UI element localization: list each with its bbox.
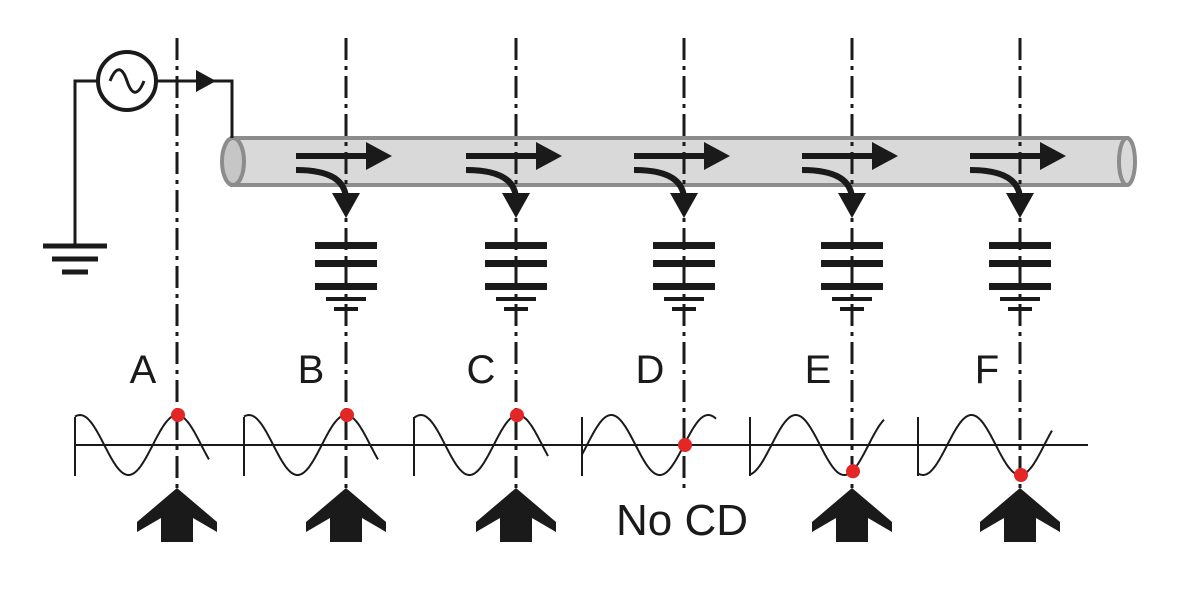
station-a: A: [74, 38, 245, 542]
station-label: D: [636, 348, 665, 392]
up-arrow-icon: [306, 488, 386, 542]
branch-arrowhead-icon: [502, 193, 530, 218]
waveform: [74, 413, 245, 476]
ground-icon: [43, 243, 107, 275]
capacitor-icon: [485, 242, 547, 311]
capacitor-icon: [989, 242, 1051, 311]
branch-arrowhead-icon: [1006, 193, 1034, 218]
up-arrow-icon: [812, 488, 892, 542]
station-f: F: [917, 38, 1088, 542]
capacitor-icon: [315, 242, 377, 311]
station-d: D: [581, 38, 752, 488]
station-c: C: [413, 38, 584, 542]
phase-marker: [846, 464, 860, 479]
flow-arrowhead-icon: [536, 142, 562, 170]
source-wiring: [73, 70, 234, 244]
waveform: [749, 414, 920, 476]
up-arrow-icon: [980, 488, 1060, 542]
flow-arrowhead-icon: [366, 142, 392, 170]
phase-marker: [510, 408, 524, 423]
no-cd-label: No CD: [616, 496, 748, 545]
waveform: [243, 413, 414, 476]
phase-marker: [171, 408, 185, 422]
flow-arrowhead-icon: [1040, 142, 1066, 170]
station-e: E: [749, 38, 920, 542]
waveform: [917, 414, 1088, 477]
up-arrow-icon: [137, 488, 217, 542]
waveform: [413, 413, 584, 476]
phase-marker: [340, 408, 354, 422]
ac-source-icon: [96, 50, 158, 112]
station-label: C: [467, 348, 496, 392]
flow-arrowhead-icon: [872, 142, 898, 170]
phase-marker: [678, 438, 692, 452]
branch-arrowhead-icon: [670, 193, 698, 218]
capacitor-icon: [821, 242, 883, 311]
up-arrow-icon: [476, 488, 556, 542]
stations-layer: A B C D E F: [74, 38, 1088, 542]
waveform: [581, 414, 752, 476]
station-label: A: [130, 348, 157, 392]
flow-arrowhead-icon: [704, 142, 730, 170]
station-b: B: [243, 38, 414, 542]
capacitor-icon: [653, 242, 715, 311]
station-label: E: [805, 348, 832, 392]
station-label: B: [298, 348, 325, 392]
branch-arrowhead-icon: [332, 193, 360, 218]
phase-marker: [1014, 468, 1028, 482]
tube: [220, 136, 1137, 187]
branch-arrowhead-icon: [838, 193, 866, 218]
station-label: F: [975, 348, 999, 392]
